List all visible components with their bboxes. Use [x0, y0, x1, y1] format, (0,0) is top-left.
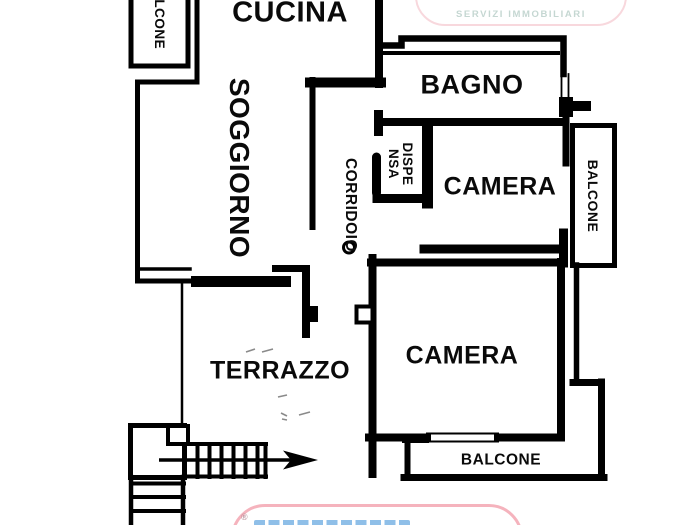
window-lines [560, 73, 570, 99]
pencil-marks [245, 348, 311, 421]
room-label-soggiorno: SOGGIORNO [224, 77, 255, 259]
door-jamb-notch [354, 304, 375, 325]
balcony-right-outline [570, 123, 617, 268]
dispensa-line2: NSA [386, 148, 401, 180]
room-label-corridoio: CORRIDOIO [341, 157, 359, 253]
room-label-terrazzo: TERRAZZO [209, 356, 351, 385]
watermark-top-capsule: SERVIZI IMMOBILIARI [415, 0, 627, 26]
room-label-camera-top: CAMERA [443, 172, 557, 201]
room-label-balcone-top-left: BALCONE [151, 0, 167, 50]
room-label-balcone-bottom: BALCONE [460, 451, 542, 469]
dispensa-line1: DISPE [400, 142, 416, 186]
room-label-cucina: CUCINA [232, 0, 348, 29]
walls [128, 0, 617, 481]
balcony-top-left-outline [128, 0, 191, 69]
room-label-bagno: BAGNO [420, 69, 524, 100]
column-marker [342, 240, 356, 255]
watermark-top-text: SERVIZI IMMOBILIARI [456, 9, 586, 20]
registered-trademark-icon: ® [241, 512, 248, 522]
watermark-bottom-logo: ® [231, 504, 523, 525]
room-label-dispensa: DISPE NSA [386, 142, 416, 186]
direction-arrow [159, 450, 318, 470]
room-label-camera-bottom: CAMERA [405, 341, 519, 370]
door-threshold [426, 432, 499, 443]
logo-letters-cropped [254, 520, 410, 525]
room-label-balcone-right: BALCONE [585, 159, 601, 233]
